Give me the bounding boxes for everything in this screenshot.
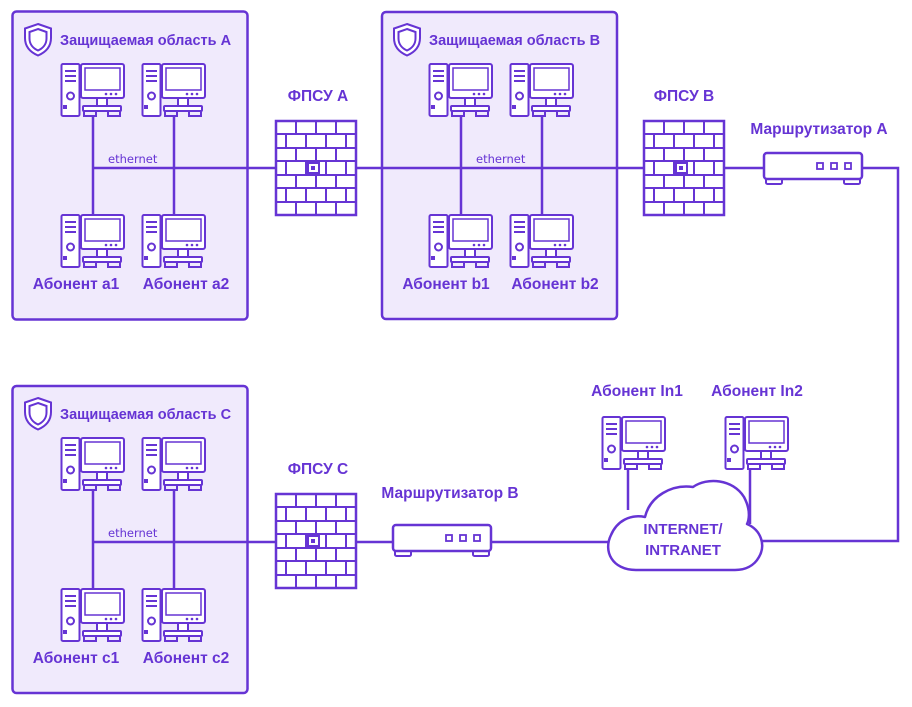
zone-b-title: Защищаемая область B — [429, 33, 600, 49]
router-b-label: Маршрутизатор B — [381, 485, 518, 502]
firewall-b-label: ФПСУ B — [654, 88, 715, 105]
ethernet-label-a: ethernet — [108, 152, 158, 166]
firewall-icon — [274, 492, 358, 590]
ethernet-label-c: ethernet — [108, 526, 158, 540]
workstation-icon — [428, 63, 493, 117]
zone-b-header: Защищаемая область B — [393, 23, 600, 57]
subscriber-a2-label: Абонент a2 — [143, 276, 230, 293]
workstation-icon — [509, 214, 574, 268]
zone-c-header: Защищаемая область C — [24, 397, 232, 431]
router-icon — [762, 151, 864, 186]
subscriber-a1-label: Абонент a1 — [33, 276, 120, 293]
cloud-icon — [606, 479, 764, 572]
subscriber-c2-label: Абонент c2 — [143, 650, 230, 667]
cloud-label-line1: INTERNET/ — [643, 521, 723, 538]
workstation-icon — [141, 63, 206, 117]
cloud-label-line2: INTRANET — [645, 542, 721, 559]
zone-a-title: Защищаемая область A — [60, 33, 232, 49]
workstation-icon — [601, 416, 666, 470]
workstation-icon — [141, 588, 206, 642]
subscriber-in2-label: Абонент In2 — [711, 383, 803, 400]
workstation-icon — [60, 437, 125, 491]
workstation-icon — [509, 63, 574, 117]
workstation-icon — [141, 437, 206, 491]
firewall-icon — [274, 119, 358, 217]
workstation-icon — [60, 588, 125, 642]
workstation-icon — [60, 63, 125, 117]
zone-a-header: Защищаемая область A — [24, 23, 232, 57]
subscriber-in1-label: Абонент In1 — [591, 383, 683, 400]
ethernet-label-b: ethernet — [476, 152, 526, 166]
firewall-icon — [642, 119, 726, 217]
subscriber-c1-label: Абонент c1 — [33, 650, 120, 667]
workstation-icon — [428, 214, 493, 268]
workstation-icon — [60, 214, 125, 268]
router-a-label: Маршрутизатор A — [750, 121, 887, 138]
firewall-a-label: ФПСУ A — [288, 88, 349, 105]
firewall-c-label: ФПСУ C — [288, 461, 349, 478]
workstation-icon — [724, 416, 789, 470]
subscriber-b1-label: Абонент b1 — [402, 276, 490, 293]
router-icon — [391, 523, 493, 558]
connection-lines — [91, 117, 900, 590]
zone-c-title: Защищаемая область C — [60, 407, 232, 423]
workstation-icon — [141, 214, 206, 268]
subscriber-b2-label: Абонент b2 — [511, 276, 598, 293]
